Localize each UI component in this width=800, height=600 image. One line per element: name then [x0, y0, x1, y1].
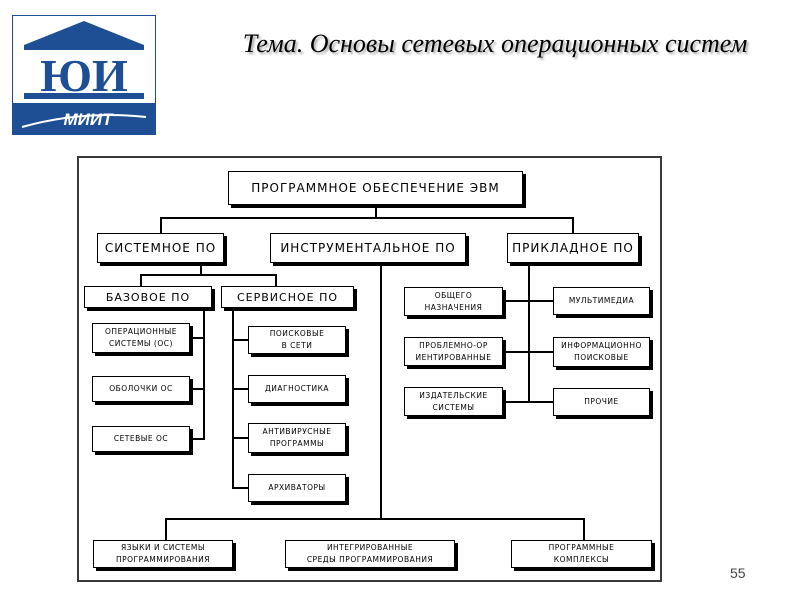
service-software-node: СЕРВИСНОЕ ПО	[221, 286, 354, 308]
connector	[190, 388, 205, 390]
languages-node: ЯЗЫКИ И СИСТЕМЫ ПРОГРАММИРОВАНИЯ	[93, 540, 233, 568]
os-node: ОПЕРАЦИОННЫЕ СИСТЕМЫ (ОС)	[92, 323, 190, 353]
institute-logo: ЮИ МИИТ	[11, 14, 157, 136]
connector	[583, 518, 585, 540]
connector	[140, 274, 276, 276]
network-os-node: СЕТЕВЫЕ ОС	[92, 426, 190, 452]
shells-node: ОБОЛОЧКИ ОС	[92, 376, 190, 402]
connector	[380, 263, 382, 519]
root-software-node: ПРОГРАММНОЕ ОБЕСПЕЧЕНИЕ ЭВМ	[228, 171, 523, 205]
diagram-frame	[77, 156, 662, 582]
ide-node: ИНТЕГРИРОВАННЫЕ СРЕДЫ ПРОГРАММИРОВАНИЯ	[285, 540, 455, 568]
connector	[232, 487, 248, 489]
connector	[232, 339, 248, 341]
connector	[190, 438, 205, 440]
info-search-node: ИНФОРМАЦИОННО ПОИСКОВЫЕ	[553, 337, 650, 367]
connector	[232, 388, 248, 390]
logo-emblem: ЮИ МИИТ	[11, 14, 157, 136]
tools-software-node: ИНСТРУМЕНТАЛЬНОЕ ПО	[270, 233, 466, 263]
slide-title: Тема. Основы сетевых операционных систем	[242, 29, 748, 58]
connector	[140, 274, 142, 286]
connector	[503, 351, 553, 353]
connector	[203, 308, 205, 439]
logo-subtitle: МИИТ	[64, 110, 115, 129]
archivers-node: АРХИВАТОРЫ	[248, 474, 346, 502]
connector	[160, 217, 162, 233]
connector	[275, 274, 277, 286]
connector	[375, 207, 377, 218]
connector	[232, 437, 248, 439]
connector	[528, 263, 530, 402]
general-purpose-node: ОБЩЕГО НАЗНАЧЕНИЯ	[404, 287, 503, 316]
antivirus-node: АНТИВИРУСНЫЕ ПРОГРАММЫ	[248, 423, 346, 453]
system-software-node: СИСТЕМНОЕ ПО	[97, 233, 224, 263]
connector	[165, 518, 167, 540]
connector	[190, 337, 205, 339]
base-software-node: БАЗОВОЕ ПО	[84, 286, 212, 308]
connector	[165, 518, 585, 520]
publishing-systems-node: ИЗДАТЕЛЬСКИЕ СИСТЕМЫ	[404, 387, 503, 416]
page-number: 55	[730, 565, 746, 581]
diagnostics-node: ДИАГНОСТИКА	[248, 375, 346, 403]
problem-oriented-node: ПРОБЛЕМНО-ОР ИЕНТИРОВАННЫЕ	[404, 337, 503, 366]
connector	[200, 263, 202, 275]
logo-letters: ЮИ	[40, 50, 128, 101]
applied-software-node: ПРИКЛАДНОЕ ПО	[507, 233, 639, 263]
connector	[503, 300, 553, 302]
connector	[160, 217, 573, 219]
connector	[572, 217, 574, 233]
connector	[232, 308, 234, 489]
multimedia-node: МУЛЬТИМЕДИА	[553, 287, 650, 315]
network-search-node: ПОИСКОВЫЕ В СЕТИ	[248, 326, 346, 354]
software-complexes-node: ПРОГРАММНЫЕ КОМПЛЕКСЫ	[511, 540, 652, 568]
other-node: ПРОЧИЕ	[553, 388, 650, 416]
connector	[503, 401, 553, 403]
